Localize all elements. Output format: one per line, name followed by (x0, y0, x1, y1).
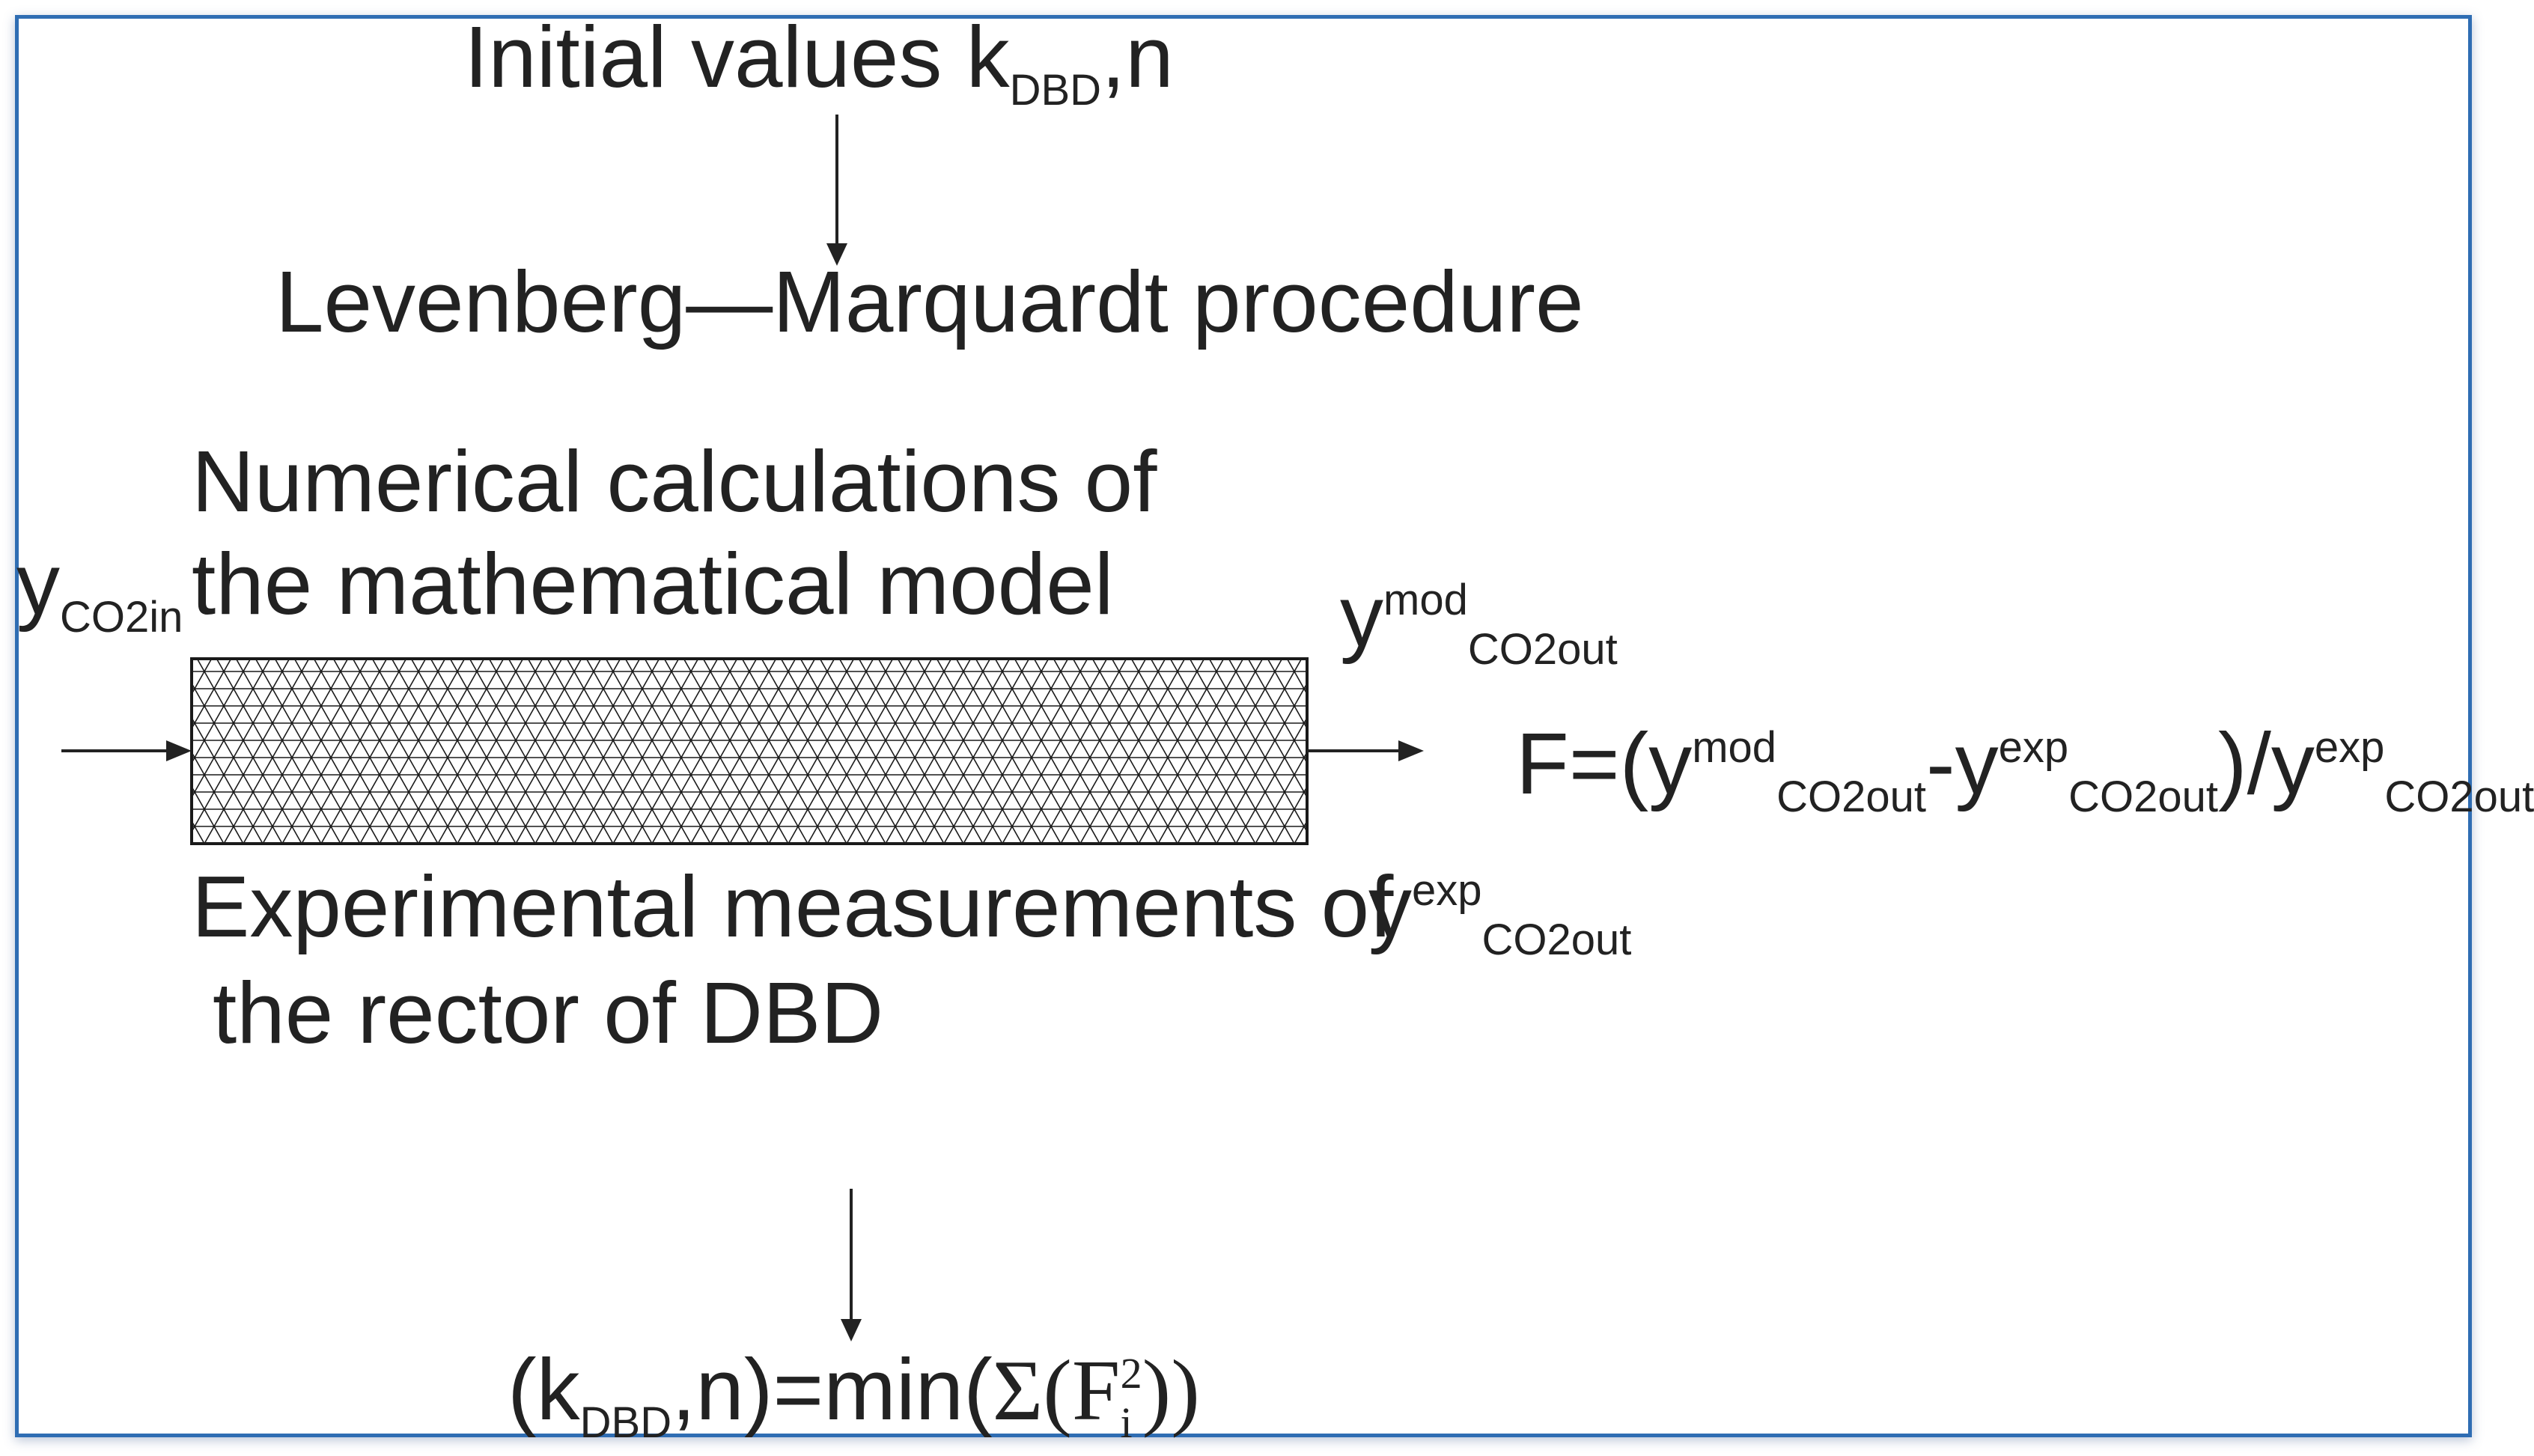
model-outlet-subscript: CO2out (1467, 625, 1618, 674)
objective-sup-exp-2: exp (2314, 723, 2385, 772)
objective-divide: )/y (2218, 715, 2315, 812)
objective-minus: -y (1925, 715, 1999, 812)
result-open: (k (508, 1341, 580, 1438)
inlet-symbol: y (16, 535, 60, 633)
experimental-line2: the rector of DBD (213, 964, 884, 1061)
experimental-outlet-superscript: exp (1412, 866, 1482, 915)
objective-sub-3: CO2out (2384, 773, 2534, 821)
numerical-line1: Numerical calculations of (192, 433, 1157, 530)
objective-sup-exp-1: exp (1998, 723, 2069, 772)
result-mid: ,n)=min( (671, 1341, 993, 1438)
result-f-subscript: i (1120, 1398, 1133, 1447)
experimental-outlet-subscript: CO2out (1481, 916, 1632, 964)
initial-values-tail: ,n (1101, 8, 1174, 106)
numerical-line2: the mathematical model (192, 535, 1114, 633)
result-subscript: DBD (579, 1398, 672, 1447)
objective-sub-2: CO2out (2068, 773, 2218, 821)
objective-function: F=(ymodCO2out-yexpCO2out)/yexpCO2out (1516, 720, 2534, 819)
model-outlet-label: ymodCO2out (1340, 573, 1618, 671)
model-outlet-superscript: mod (1383, 576, 1468, 624)
initial-values-subscript: DBD (1009, 66, 1102, 115)
objective-sub-1: CO2out (1776, 773, 1926, 821)
objective-prefix: F=(y (1516, 715, 1693, 812)
result-close: )) (1142, 1343, 1200, 1439)
result-sigma: Σ(F (992, 1343, 1121, 1439)
procedure-label: Levenberg—Marquardt procedure (275, 253, 1584, 350)
initial-values-text: Initial values k (464, 8, 1010, 106)
inlet-subscript: CO2in (60, 593, 183, 642)
objective-sup-mod: mod (1692, 723, 1777, 772)
experimental-outlet-label: yexpCO2out (1368, 863, 1631, 962)
result-formula: (kDBD,n)=min(Σ(Fi2)) (508, 1346, 1200, 1445)
inlet-label: yCO2in (16, 540, 183, 639)
model-outlet-symbol: y (1340, 567, 1383, 665)
experimental-outlet-symbol: y (1368, 858, 1412, 955)
experimental-line1: Experimental measurements of (192, 858, 1394, 955)
result-f-superscript: 2 (1120, 1349, 1142, 1398)
initial-values-label: Initial values kDBD,n (464, 13, 1174, 112)
